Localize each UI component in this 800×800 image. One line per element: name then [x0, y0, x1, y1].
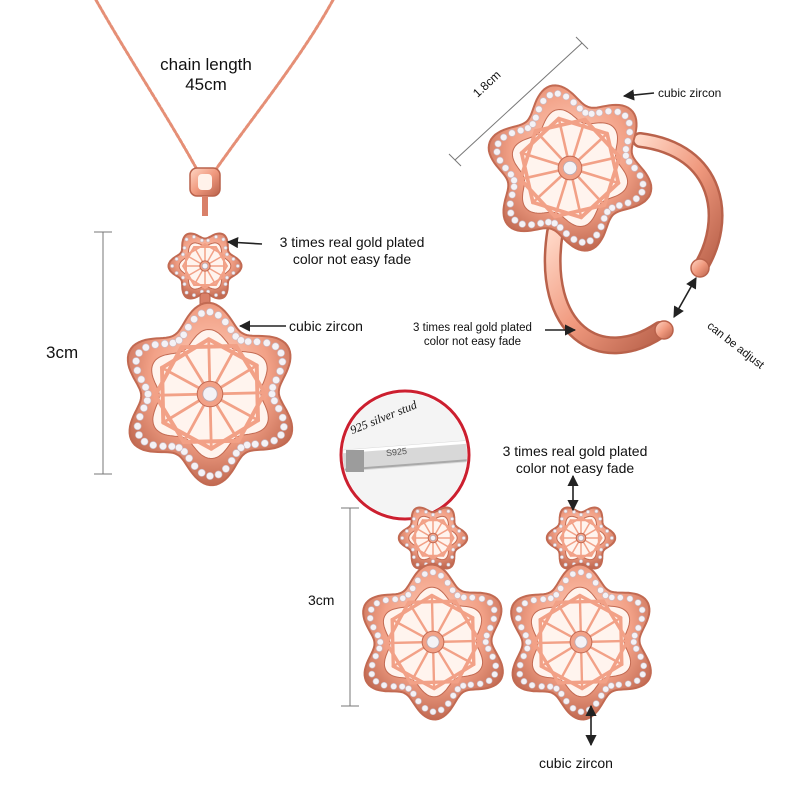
silver-stud-badge	[339, 389, 471, 521]
earring-zircon-label: cubic zircon	[539, 755, 613, 771]
necklace-zircon-label: cubic zircon	[289, 318, 363, 334]
earring-left-large-flower	[362, 563, 504, 721]
necklace-chain-length-value: 45cm	[185, 75, 227, 95]
necklace-large-flower	[126, 301, 294, 487]
necklace-arrows	[226, 237, 286, 332]
necklace-bail	[189, 167, 221, 216]
necklace-chain	[94, 0, 335, 177]
necklace-chain-length-label: chain length 45cm	[138, 55, 274, 96]
ring-dimension-line	[448, 36, 589, 167]
ring-plating-note: 3 times real gold plated color not easy …	[413, 322, 532, 348]
necklace-small-flower	[167, 232, 243, 300]
earring-plating-note: 3 times real gold plated color not easy …	[502, 443, 648, 476]
ring-arrows	[545, 89, 697, 336]
earring-arrows	[567, 474, 597, 747]
ring-band	[543, 132, 724, 355]
earring-dimension-line	[341, 507, 359, 707]
earring-right-small-flower	[545, 506, 617, 570]
stud-stamp: S925	[385, 445, 408, 459]
ring-zircon-label: cubic zircon	[658, 86, 722, 100]
earring-left-small-flower	[397, 506, 469, 570]
necklace-size-label: 3cm	[46, 343, 79, 362]
ring-flower-face	[487, 84, 653, 252]
necklace-dimension-line	[94, 231, 112, 475]
earring-size-label: 3cm	[308, 592, 335, 608]
necklace-plating-note: 3 times real gold plated color not easy …	[279, 234, 425, 267]
earring-right-large-flower	[510, 563, 652, 721]
